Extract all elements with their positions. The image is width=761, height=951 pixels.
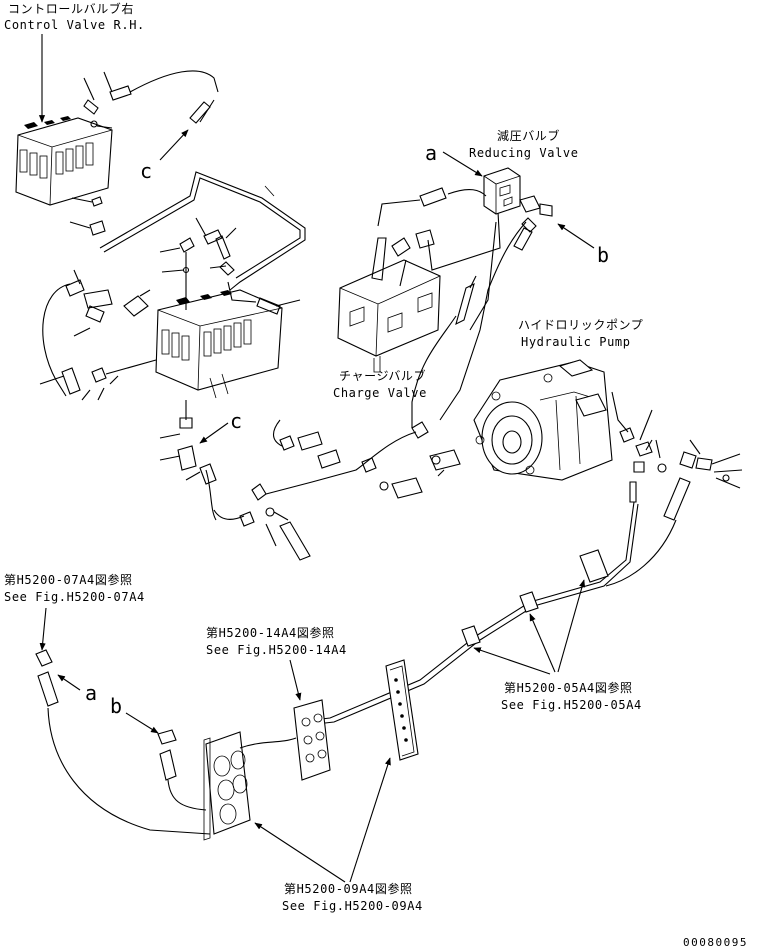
hydraulic-pump-label-jp: ハイドロリックポンプ: [518, 318, 643, 332]
hose-fitting-c-top: [189, 101, 211, 124]
filter-bracket-09a4: [203, 731, 251, 841]
connection-letter-b-bottom: b: [110, 694, 122, 718]
control-valve-rh: [15, 116, 113, 206]
reducing-valve-hoses: [439, 188, 553, 421]
fittings-center-valve: [159, 217, 301, 471]
hose-cv-top: [129, 70, 219, 123]
tube-long-top: [99, 171, 306, 291]
ref-05a4-label-jp: 第H5200-05A4図参照: [504, 680, 633, 695]
hydraulic-pump: [473, 359, 613, 481]
ref-14a4-label-jp: 第H5200-14A4図参照: [206, 625, 335, 640]
b-bottom-leader: [125, 712, 159, 734]
ref-07a4-label-en: See Fig.H5200-07A4: [4, 590, 145, 604]
control-valve-label-jp: コントロールバルブ右: [8, 1, 134, 16]
reducing-valve-label-jp: 減圧バルブ: [497, 128, 560, 143]
ref-14a4-leader: [289, 659, 302, 701]
ref-07a4-label-jp: 第H5200-07A4図参照: [4, 572, 133, 587]
c-top-leader: [159, 129, 189, 161]
charge-valve-label-jp: チャージバルブ: [339, 368, 426, 383]
ref-14a4-label-en: See Fig.H5200-14A4: [206, 643, 347, 657]
connection-letter-c-mid: c: [230, 409, 242, 433]
connection-letter-a-top: a: [425, 141, 437, 165]
fittings-top-left: [69, 71, 132, 236]
ref-05a4-leader-3: [473, 647, 551, 675]
ref-09a4-leader-1: [254, 822, 346, 883]
connection-letter-c-top: c: [140, 159, 152, 183]
hoses-left-center: [39, 269, 157, 401]
reducing-valve-label-en: Reducing Valve: [469, 146, 579, 160]
b-top-leader: [557, 223, 595, 249]
connection-letter-a-bottom: a: [85, 681, 97, 705]
pump-fittings: [611, 391, 743, 521]
ref-05a4-label-en: See Fig.H5200-05A4: [501, 698, 642, 712]
ref-07a4-leader: [39, 607, 47, 651]
ref-09a4-label-en: See Fig.H5200-09A4: [282, 899, 423, 913]
charge-valve-hoses: [371, 187, 501, 428]
charge-valve-label-en: Charge Valve: [333, 386, 427, 400]
ref-09a4-label-jp: 第H5200-09A4図参照: [284, 881, 413, 896]
hoses-below-center: [185, 463, 311, 561]
connection-letter-b-top: b: [597, 243, 609, 267]
hydraulic-pump-label-en: Hydraulic Pump: [521, 335, 631, 349]
filter-bracket-14a4: [293, 699, 331, 781]
control-valve-center: [155, 289, 283, 399]
control-valve-label-en: Control Valve R.H.: [4, 18, 145, 32]
filter-bracket-vertical: [385, 659, 419, 761]
ref-05a4-leader-2: [529, 613, 556, 673]
ref-05a4-leader-1: [557, 579, 586, 673]
a-bottom-leader: [57, 674, 81, 691]
reducing-valve: [483, 167, 521, 215]
hose-route-lower: [213, 419, 461, 527]
ref-09a4-leader-2: [349, 757, 391, 883]
pipe-main-return: [295, 501, 677, 727]
drawing-code: 00080095: [683, 936, 748, 949]
c-mid-leader: [199, 422, 229, 444]
hoses-bottom-left: [35, 649, 297, 835]
charge-valve: [337, 259, 441, 373]
reducing-valve-leader: [442, 151, 483, 177]
